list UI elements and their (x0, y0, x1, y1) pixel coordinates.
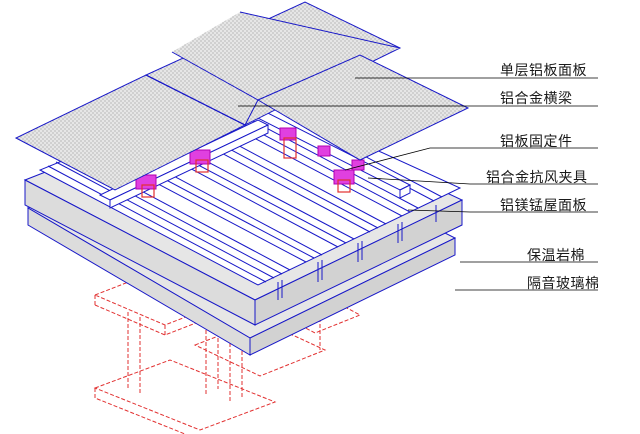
leader-lines (238, 77, 598, 291)
label-panel-fixing: 铝板固定件 (500, 134, 573, 150)
label-aluminum-panel: 单层铝板面板 (500, 63, 587, 79)
label-wind-clip: 铝合金抗风夹具 (486, 170, 588, 186)
seam-clips (277, 205, 437, 300)
label-roof-sheet: 铝镁锰屋面板 (500, 198, 587, 214)
aluminum-panels (14, 1, 470, 191)
label-rock-wool: 保温岩棉 (527, 248, 585, 264)
label-cross-beam: 铝合金横梁 (500, 91, 573, 107)
wind-clips (141, 137, 351, 198)
label-glass-wool: 隔音玻璃棉 (527, 276, 600, 292)
